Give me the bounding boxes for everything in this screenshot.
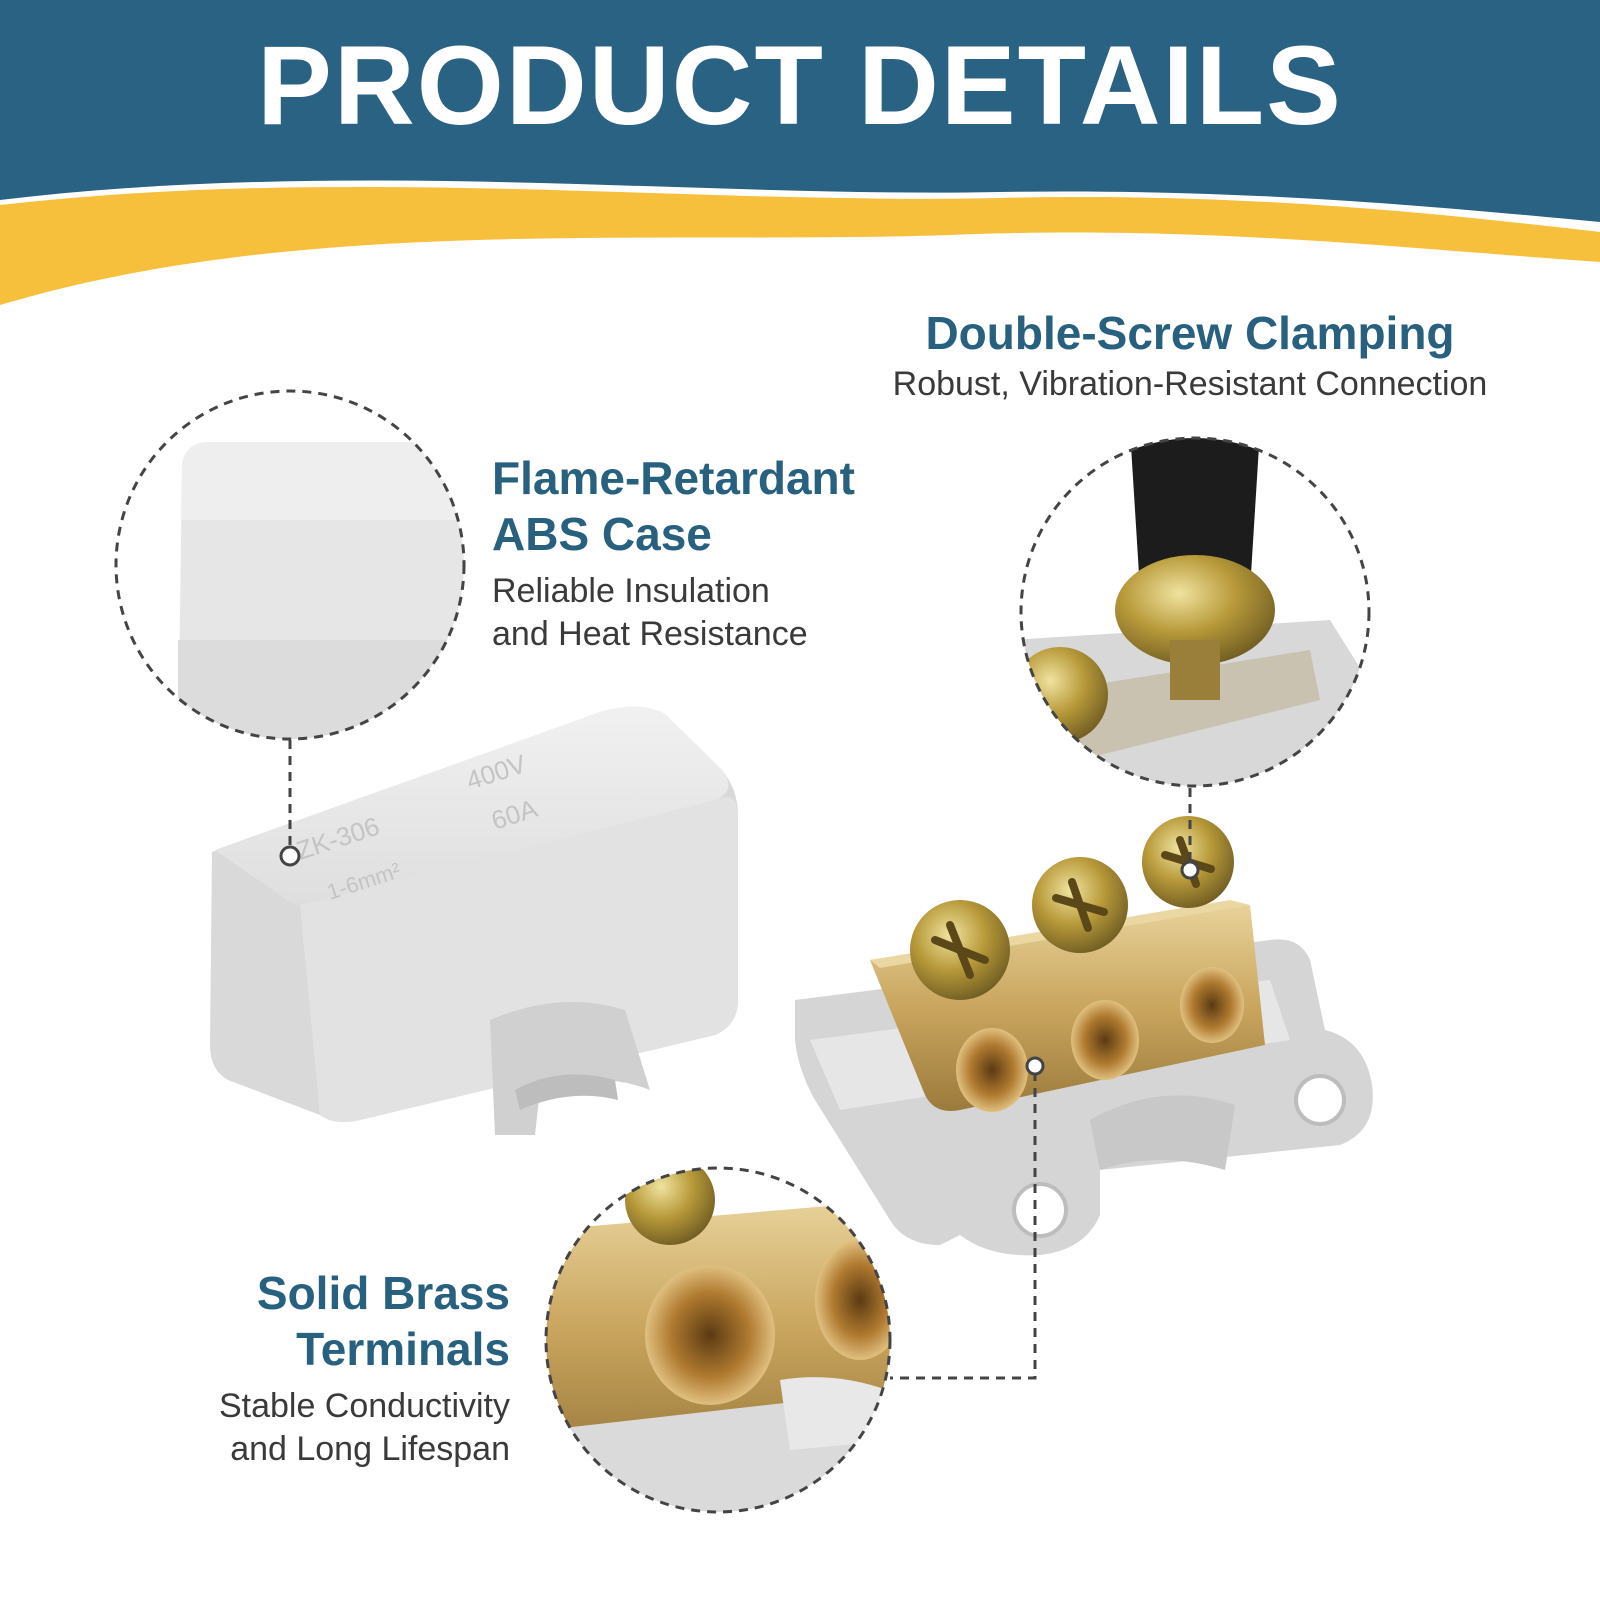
feature-double-screw: Double-Screw Clamping Robust, Vibration-… <box>820 305 1560 406</box>
callout-screw-zoom <box>1019 436 1371 880</box>
feature-flame-retardant: Flame-Retardant ABS Case Reliable Insula… <box>492 450 952 655</box>
abs-cover-body: ZK-306 400V 60A 1-6mm² <box>210 706 738 1135</box>
feature-brass-subtitle: Stable Conductivity and Long Lifespan <box>218 1387 510 1468</box>
callout-flame-zoom <box>114 389 466 867</box>
feature-screw-subtitle: Robust, Vibration-Resistant Connection <box>892 365 1488 404</box>
feature-flame-subtitle: Reliable Insulation and Heat Resistance <box>492 572 808 653</box>
header-band <box>0 0 1600 222</box>
callout-brass-zoom <box>544 1056 1045 1514</box>
header-accent-wave <box>0 186 1600 305</box>
page-title: PRODUCT DETAILS <box>257 23 1343 148</box>
feature-screw-title: Double-Screw Clamping <box>925 307 1455 359</box>
feature-brass-title: Solid Brass Terminals <box>256 1267 510 1376</box>
feature-solid-brass: Solid Brass Terminals Stable Conductivit… <box>110 1265 510 1470</box>
feature-flame-title: Flame-Retardant ABS Case <box>492 452 855 561</box>
